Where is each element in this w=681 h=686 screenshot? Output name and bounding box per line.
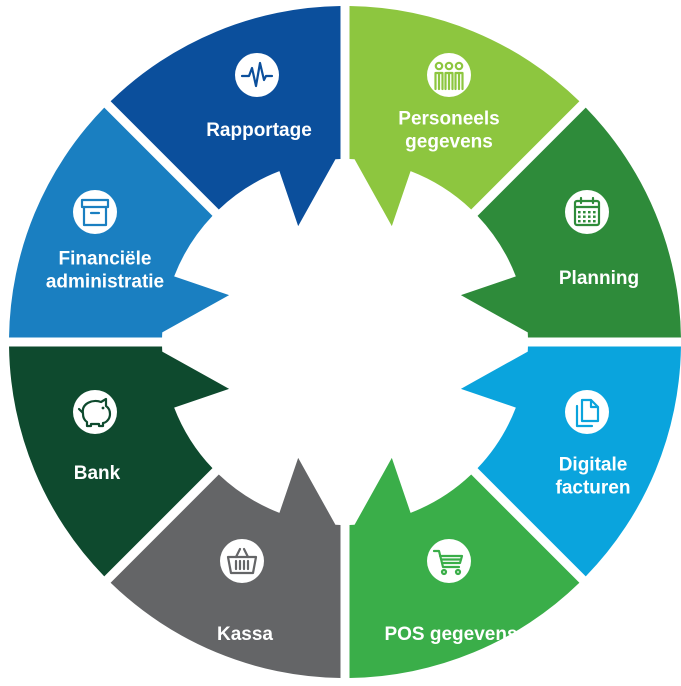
segment-label-financiele-administratie: administratie [46,272,164,293]
segment-label-pos-gegevens: POS gegevens [384,624,517,645]
segment-label-personeelsgegevens: Personeels [398,109,499,130]
segment-label-kassa: Kassa [217,624,273,645]
segment-label-rapportage: Rapportage [206,120,312,141]
segment-label-personeelsgegevens: gegevens [405,132,493,153]
people-group-icon [427,53,471,97]
documents-icon [565,390,609,434]
segment-shape-digitale-facturen [460,346,681,577]
segment-shape-rapportage [110,6,341,227]
heartbeat-pulse-icon [235,53,279,97]
segment-shape-financiele-administratie [9,107,230,338]
shopping-cart-icon [427,539,471,583]
piggy-bank-icon [73,390,117,434]
calendar-icon [565,190,609,234]
segment-pos-gegevens: POS gegevens [349,457,580,678]
segment-shape-bank [9,346,230,577]
shopping-basket-icon [220,539,264,583]
segment-label-financiele-administratie: Financiële [59,249,152,270]
segment-label-bank: Bank [74,463,121,484]
segment-label-digitale-facturen: facturen [556,478,631,499]
segment-bank: Bank [9,346,230,577]
segment-kassa: Kassa [110,457,341,678]
segment-shape-personeelsgegevens [349,6,580,227]
segment-planning: Planning [460,107,681,338]
segment-rapportage: Rapportage [110,6,341,227]
segment-label-digitale-facturen: Digitale [559,455,628,476]
archive-box-icon [73,190,117,234]
segment-label-planning: Planning [559,268,639,289]
